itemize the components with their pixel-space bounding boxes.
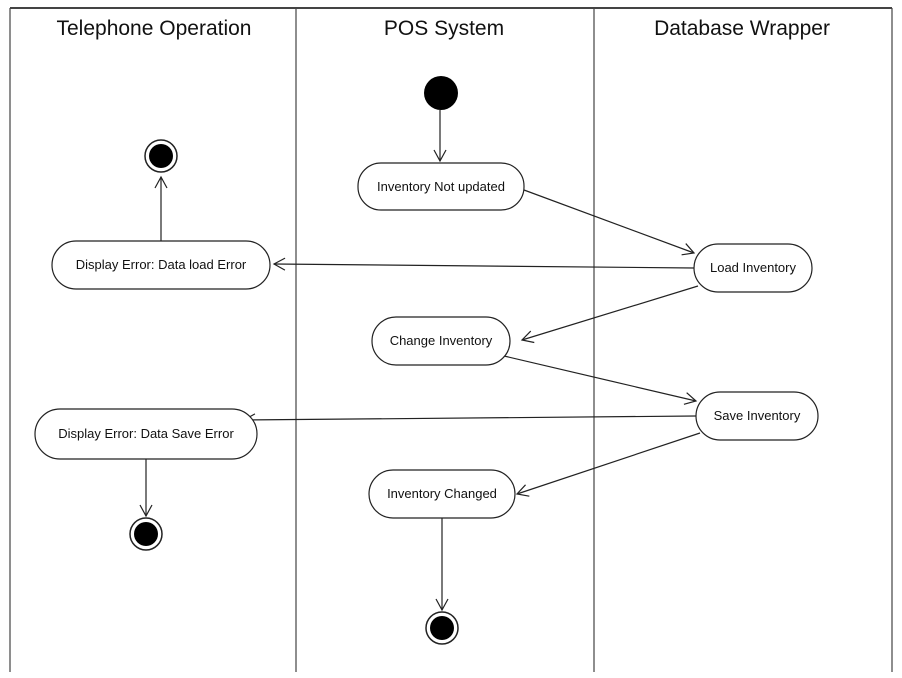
initial-node <box>424 76 458 110</box>
action-change-inventory: Change Inventory <box>371 316 511 366</box>
transition-not-updated-to-load <box>523 189 696 256</box>
lane-header-pos: POS System <box>384 17 504 40</box>
action-display-error-save: Display Error: Data Save Error <box>34 408 258 460</box>
swimlane-frame <box>9 7 893 672</box>
action-display-error-load: Display Error: Data load Error <box>51 240 271 290</box>
transition-load-to-change <box>520 285 699 344</box>
transition-load-to-display-load-error <box>272 257 695 271</box>
action-inventory-changed: Inventory Changed <box>368 469 516 519</box>
action-label: Save Inventory <box>714 408 801 423</box>
lane-header-telephone: Telephone Operation <box>57 17 252 40</box>
transition-change-to-save <box>503 355 698 405</box>
action-label: Display Error: Data Save Error <box>58 426 234 441</box>
lane-header-db: Database Wrapper <box>654 17 830 40</box>
action-label: Change Inventory <box>390 333 493 348</box>
action-inventory-not-updated: Inventory Not updated <box>357 162 525 211</box>
transition-save-to-display-save-error <box>242 413 697 427</box>
action-label: Display Error: Data load Error <box>76 257 247 272</box>
final-node-save-error <box>129 517 163 551</box>
action-label: Inventory Changed <box>387 486 497 501</box>
final-node-load-error <box>144 139 178 173</box>
transitions <box>139 110 701 612</box>
action-label: Inventory Not updated <box>377 179 505 194</box>
transition-save-to-inventory-changed <box>515 432 701 497</box>
action-load-inventory: Load Inventory <box>693 243 813 293</box>
action-save-inventory: Save Inventory <box>695 391 819 441</box>
action-label: Load Inventory <box>710 260 797 275</box>
final-node-changed <box>425 611 459 645</box>
